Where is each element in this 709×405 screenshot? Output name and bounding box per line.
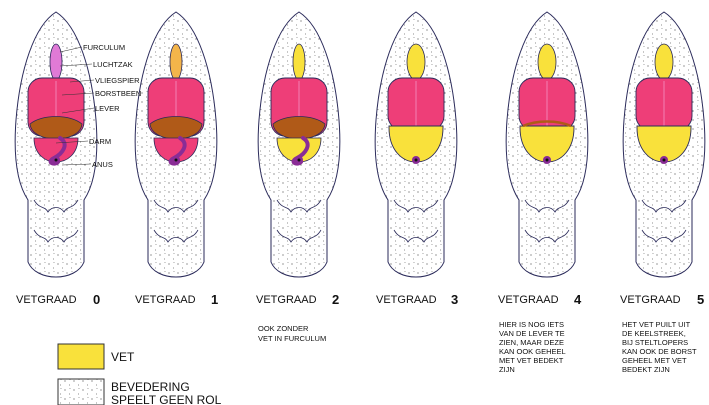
grade-4-note-line: ZIEN, MAAR DEZE xyxy=(499,338,564,347)
grade-4-note-line: HIER IS NOG IETS xyxy=(499,320,564,329)
legend: VET BEVEDERING SPEELT GEEN ROL xyxy=(58,344,222,405)
anus-dot xyxy=(663,159,666,162)
label-anus: ANUS xyxy=(92,160,113,169)
label-vliegspier: VLIEGSPIER xyxy=(95,76,140,85)
legend-fat-swatch xyxy=(58,344,104,369)
grade-2-label: VETGRAAD xyxy=(256,294,317,306)
grade-1-number: 1 xyxy=(211,292,218,307)
furculum xyxy=(655,44,673,80)
legend-feathers-label-2: SPEELT GEEN ROL xyxy=(111,393,222,405)
bird-grade-3 xyxy=(375,12,457,277)
anus-dot xyxy=(55,159,58,162)
grade-2-note-line: VET IN FURCULUM xyxy=(258,334,326,343)
furculum xyxy=(50,44,62,80)
grade-4-note-line: VAN DE LEVER TE xyxy=(499,329,565,338)
grade-4-note-line: KAN OOK GEHEEL xyxy=(499,347,566,356)
label-lever: LEVER xyxy=(95,104,120,113)
anus-dot xyxy=(415,159,418,162)
grade-5-label: VETGRAAD xyxy=(620,294,681,306)
grade-5-note-line: GEHEEL MET VET xyxy=(622,356,687,365)
grade-4-number: 4 xyxy=(574,292,582,307)
grade-captions: VETGRAAD 0 VETGRAAD 1 VETGRAAD 2 VETGRAA… xyxy=(16,292,704,307)
label-borstbeen: BORSTBEEN xyxy=(95,89,141,98)
furculum xyxy=(538,44,556,80)
grade-5-number: 5 xyxy=(697,292,704,307)
bird-grade-5 xyxy=(623,12,705,277)
label-darm: DARM xyxy=(89,137,111,146)
anus-dot xyxy=(298,159,301,162)
grade-2-number: 2 xyxy=(332,292,339,307)
grade-4-label: VETGRAAD xyxy=(498,294,559,306)
grade-5-note-line: BEDEKT ZIJN xyxy=(622,365,670,374)
label-furculum: FURCULUM xyxy=(83,43,125,52)
grade-3-number: 3 xyxy=(451,292,458,307)
furculum xyxy=(170,44,182,80)
grade-notes: OOK ZONDER VET IN FURCULUM HIER IS NOG I… xyxy=(258,320,697,374)
legend-feathers-label-1: BEVEDERING xyxy=(111,380,190,394)
grade-3-label: VETGRAAD xyxy=(376,294,437,306)
anus-dot xyxy=(175,159,178,162)
grade-5-note-line: BIJ STELTLOPERS xyxy=(622,338,688,347)
grade-5-note-line: HET VET PUILT UIT xyxy=(622,320,691,329)
grade-5-note-line: KAN OOK DE BORST xyxy=(622,347,697,356)
furculum xyxy=(407,44,425,80)
grade-0-label: VETGRAAD xyxy=(16,294,77,306)
anus-dot xyxy=(546,159,549,162)
bird-grade-4 xyxy=(506,12,588,277)
furculum xyxy=(293,44,305,80)
grade-0-number: 0 xyxy=(93,292,100,307)
grade-4-note-line: ZIJN xyxy=(499,365,515,374)
legend-fat-label: VET xyxy=(111,350,135,364)
legend-feathers-swatch xyxy=(58,379,104,405)
grade-2-note-line: OOK ZONDER xyxy=(258,324,309,333)
bird-grade-1 xyxy=(135,12,217,277)
grade-5-note-line: DE KEELSTREEK, xyxy=(622,329,686,338)
bird-grade-2 xyxy=(258,12,340,277)
grade-1-label: VETGRAAD xyxy=(135,294,196,306)
grade-4-note-line: MET VET BEDEKT xyxy=(499,356,564,365)
label-luchtzak: LUCHTZAK xyxy=(93,60,133,69)
